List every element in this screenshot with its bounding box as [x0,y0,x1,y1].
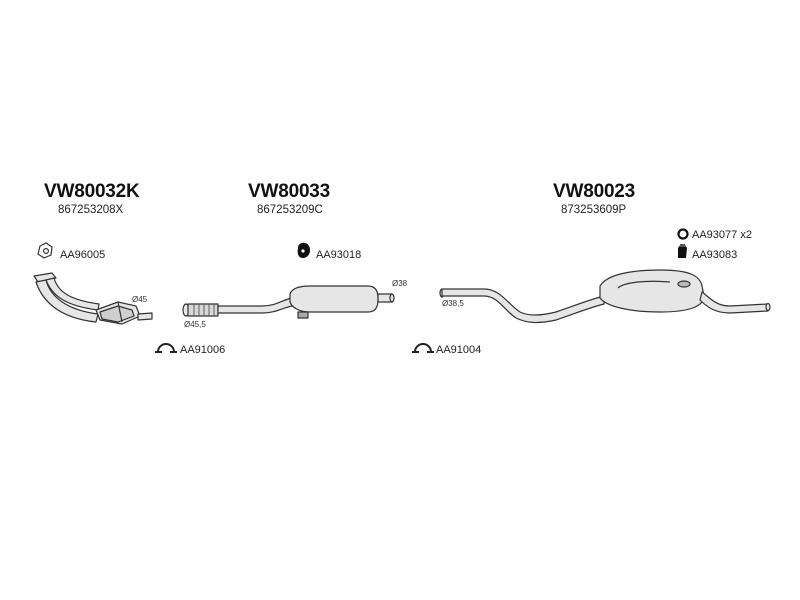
diameter-label-38-5: Ø38,5 [442,299,464,308]
group-code-vw80032k: 867253208X [58,204,124,216]
front-pipe-catalyst-icon [33,272,153,325]
diameter-label-45: Ø45 [132,295,148,304]
o-ring-icon [677,228,689,240]
part-label-mount-mid: AA93018 [316,249,362,261]
group-title-vw80033: VW80033 [248,181,331,202]
hanger-icon [678,244,687,258]
part-label-gasket: AA96005 [60,249,106,261]
group-code-vw80023: 873253609P [561,204,627,216]
diameter-label-38: Ø38 [392,279,408,288]
diameter-label-45-5: Ø45,5 [184,320,206,329]
group-title-vw80032k: VW80032K [44,181,140,202]
part-label-clamp-right: AA91004 [436,344,482,356]
rubber-mount-icon [297,242,311,258]
part-label-hanger-right: AA93083 [692,249,738,261]
group-code-vw80033: 867253209C [257,204,323,216]
clamp-icon [412,343,434,353]
part-label-ring-right: AA93077 x2 [692,229,752,241]
gasket-icon [37,242,53,259]
middle-pipe-muffler-icon [182,285,395,319]
group-title-vw80023: VW80023 [553,181,636,202]
part-label-clamp-left: AA91006 [180,344,226,356]
rear-pipe-silencer-icon [439,269,771,324]
clamp-icon [155,343,177,353]
